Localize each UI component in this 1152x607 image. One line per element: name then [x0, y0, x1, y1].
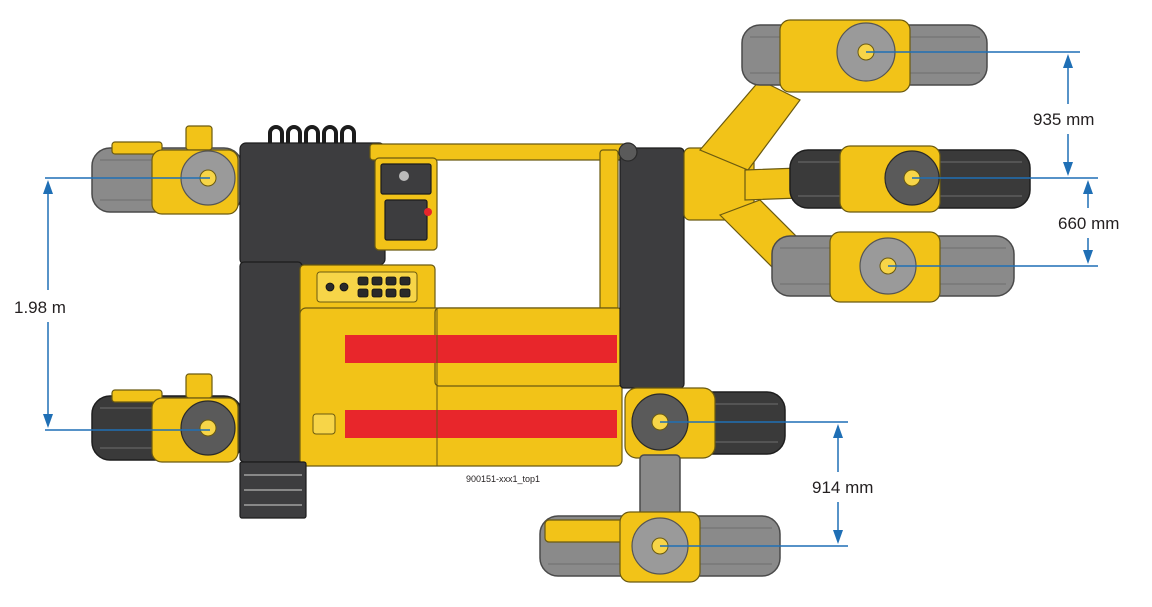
- dimension-914mm: [660, 421, 848, 547]
- lower-red-stripe: [345, 410, 617, 438]
- right-top-wheel: [741, 19, 988, 93]
- dimension-label-lower: 914 mm: [812, 478, 873, 497]
- control-panel: [374, 157, 438, 251]
- access-steps: [239, 461, 307, 519]
- left-lower-wheel: [91, 373, 243, 463]
- machine-body: [239, 125, 685, 519]
- hydraulic-hoses: [268, 125, 356, 143]
- dimension-label-length: 1.98 m: [14, 298, 66, 317]
- upper-red-stripe: [345, 335, 617, 363]
- bottom-right-wheel: [624, 387, 786, 459]
- dimension-660mm: [888, 180, 1098, 267]
- bottom-lower-wheel: [539, 454, 781, 583]
- dimension-935mm: [866, 51, 1098, 179]
- dimension-label-middle: 660 mm: [1058, 214, 1119, 233]
- right-lower-wheel: [771, 231, 1015, 303]
- right-middle-wheel: [789, 145, 1031, 213]
- dimension-label-upper: 935 mm: [1033, 110, 1094, 129]
- button-panel: [316, 271, 418, 303]
- dimension-1.98m: [43, 177, 210, 431]
- left-upper-wheel: [91, 125, 243, 215]
- figure-code-label: 900151-xxx1_top1: [466, 474, 540, 484]
